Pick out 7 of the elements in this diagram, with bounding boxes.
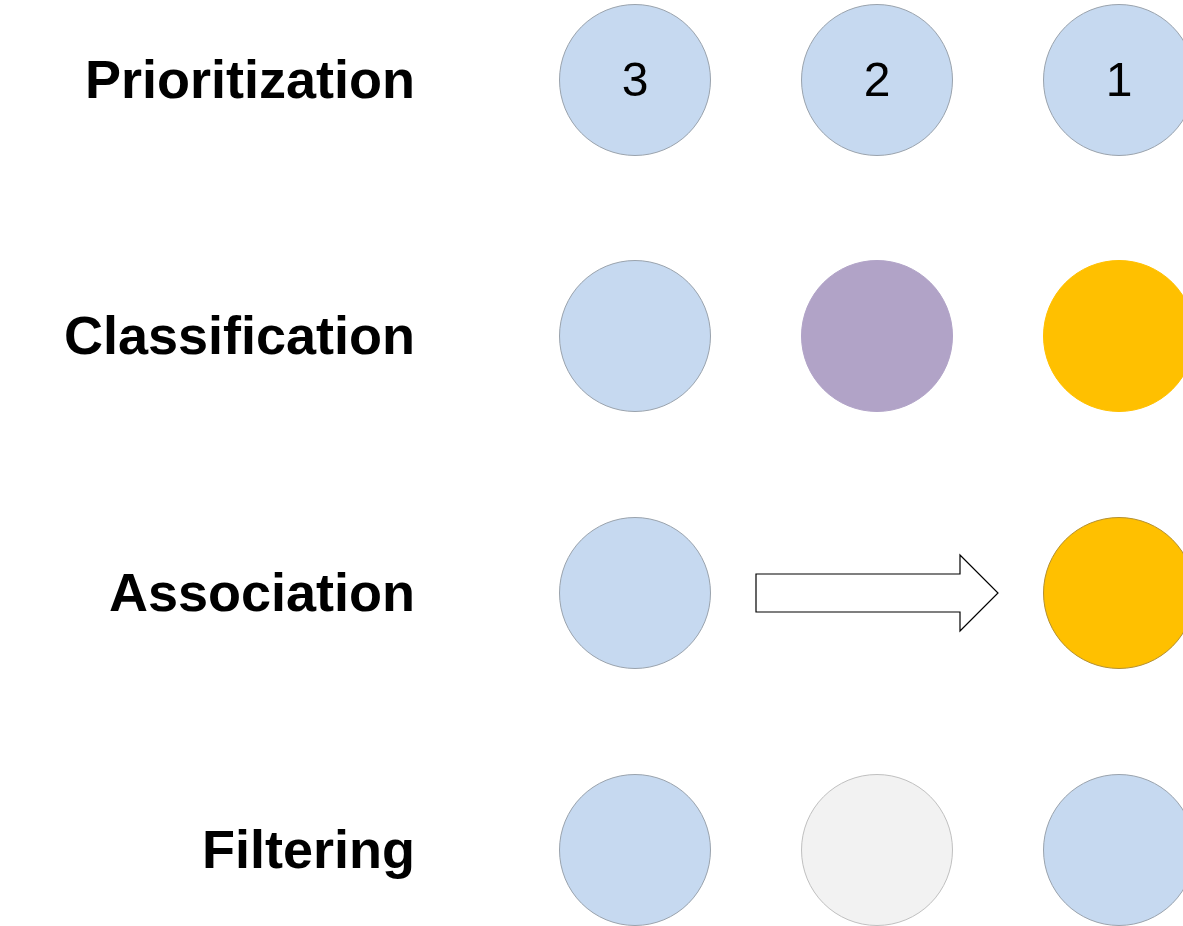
row-label: Classification [62,308,415,362]
row-label: Association [107,565,415,619]
row-label: Prioritization [84,52,415,106]
circle-number: 2 [863,56,891,104]
block-arrow [755,553,999,633]
circle-number: 1 [1105,56,1133,104]
circle-number: 3 [621,56,649,104]
